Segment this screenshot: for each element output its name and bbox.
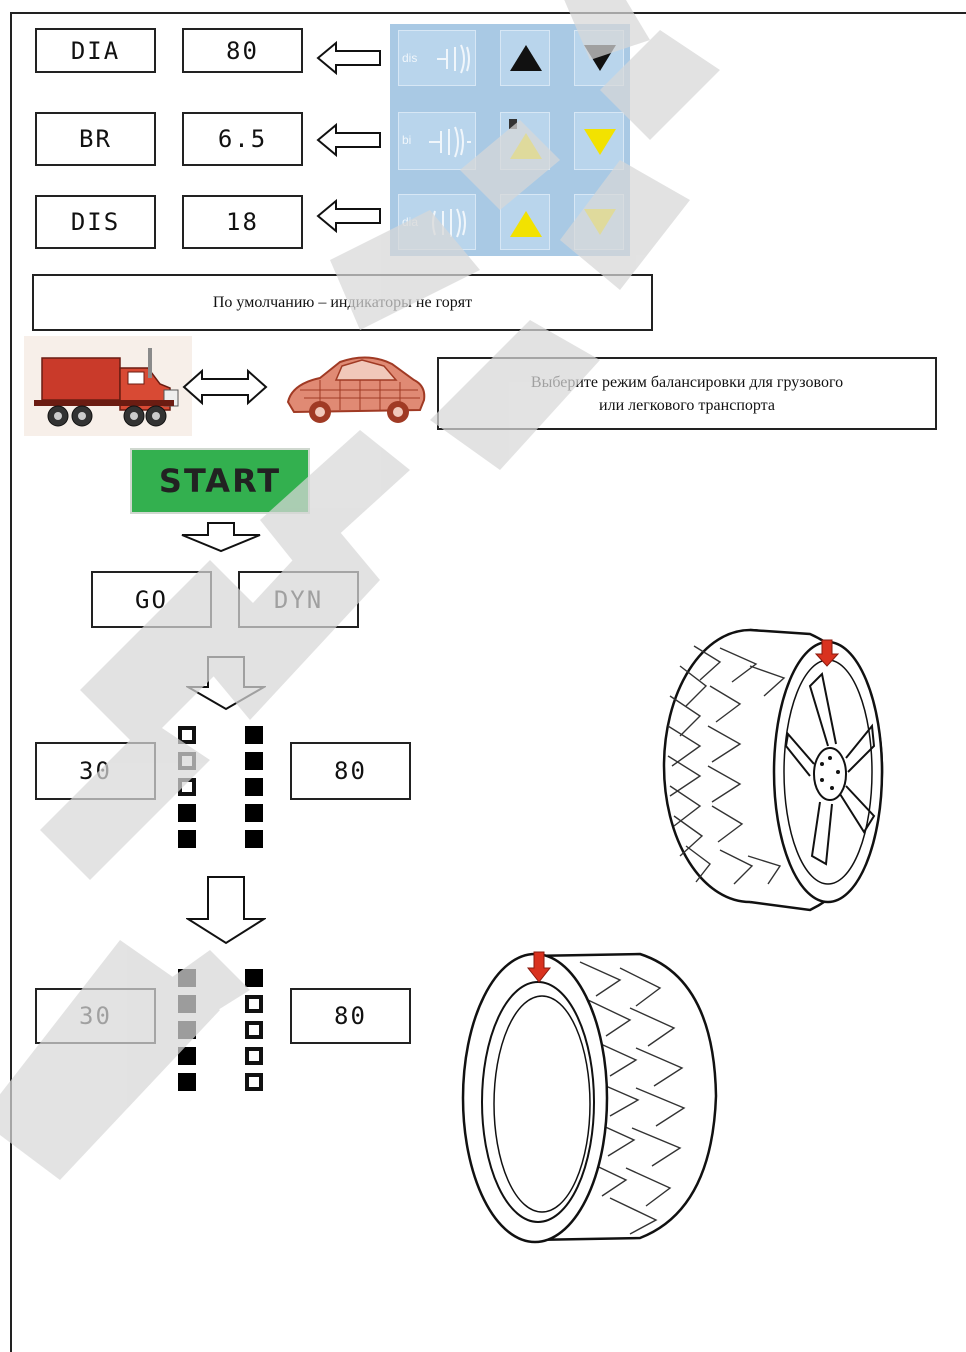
right-balance-led [245,995,263,1013]
double-arrow-icon [182,368,268,406]
dia-wheel-button[interactable]: dia [398,194,476,250]
left-balance-led [178,804,196,822]
up-arrow-icon [508,131,544,161]
left-balance-led [178,1021,196,1039]
bi-button-label: bi [402,133,411,147]
br-label-display: BR [35,112,156,166]
down-arrow-icon [180,521,262,553]
right-balance-led [245,726,263,744]
right-balance-led [245,1047,263,1065]
dis-value-display: 18 [182,195,303,249]
br-up-button[interactable] [500,112,550,170]
dia-button-label: dia [402,215,418,229]
left-balance-led [178,752,196,770]
right-balance-led [245,778,263,796]
right-balance-led [245,1021,263,1039]
left-balance-led [178,778,196,796]
left-arrow-icon [316,40,384,76]
bi-wheel-button[interactable]: bi [398,112,476,170]
up-arrow-icon [508,209,544,239]
left-arrow-icon [316,122,384,158]
dia-label-display: DIA [35,28,156,73]
default-note-text: По умолчанию – индикаторы не горят [213,291,472,314]
right-balance-led [245,804,263,822]
left-balance-led [178,995,196,1013]
left-balance-led [178,830,196,848]
right-balance-led [245,752,263,770]
indicator-icon [509,119,517,129]
dyn-display: DYN [238,571,359,628]
truck-icon[interactable] [24,336,192,436]
left-imbalance-display: 30 [35,742,156,800]
dis-label-display: DIS [35,195,156,249]
left-imbalance-display: 30 [35,988,156,1044]
right-balance-led [245,969,263,987]
wheel-profile-icon [429,205,473,241]
tire-outside-weight-icon [460,948,720,1248]
left-balance-led [178,969,196,987]
left-balance-led [178,1073,196,1091]
mode-note-box: Выберите режим балансировки для грузовог… [437,357,937,430]
down-arrow-icon [582,207,618,237]
right-imbalance-display: 80 [290,988,411,1044]
down-arrow-icon [582,127,618,157]
down-arrow-icon [186,875,266,945]
wheel-profile-icon [433,41,473,77]
dia-value-display: 80 [182,28,303,73]
car-icon[interactable] [280,340,430,436]
start-button[interactable]: START [130,448,310,514]
wheel-profile-icon [427,123,471,161]
down-arrow-icon [582,43,618,73]
dis-button-label: dis [402,51,417,65]
dia-down-button[interactable] [574,30,624,86]
right-balance-led [245,830,263,848]
dis-down-button[interactable] [574,194,624,250]
right-balance-led [245,1073,263,1091]
default-note-box: По умолчанию – индикаторы не горят [32,274,653,331]
mode-note-line1: Выберите режим балансировки для грузовог… [531,371,843,394]
br-value-display: 6.5 [182,112,303,166]
up-arrow-icon [508,43,544,73]
dia-up-button[interactable] [500,30,550,86]
tire-inside-weight-icon [660,626,890,916]
dis-wheel-button[interactable]: dis [398,30,476,86]
left-arrow-icon [316,198,384,234]
br-down-button[interactable] [574,112,624,170]
control-panel: dis bi dia [390,24,630,256]
go-display: GO [91,571,212,628]
mode-note-line2: или легкового транспорта [599,394,775,417]
right-imbalance-display: 80 [290,742,411,800]
dis-up-button[interactable] [500,194,550,250]
left-balance-led [178,726,196,744]
left-balance-led [178,1047,196,1065]
down-arrow-icon [186,655,266,711]
